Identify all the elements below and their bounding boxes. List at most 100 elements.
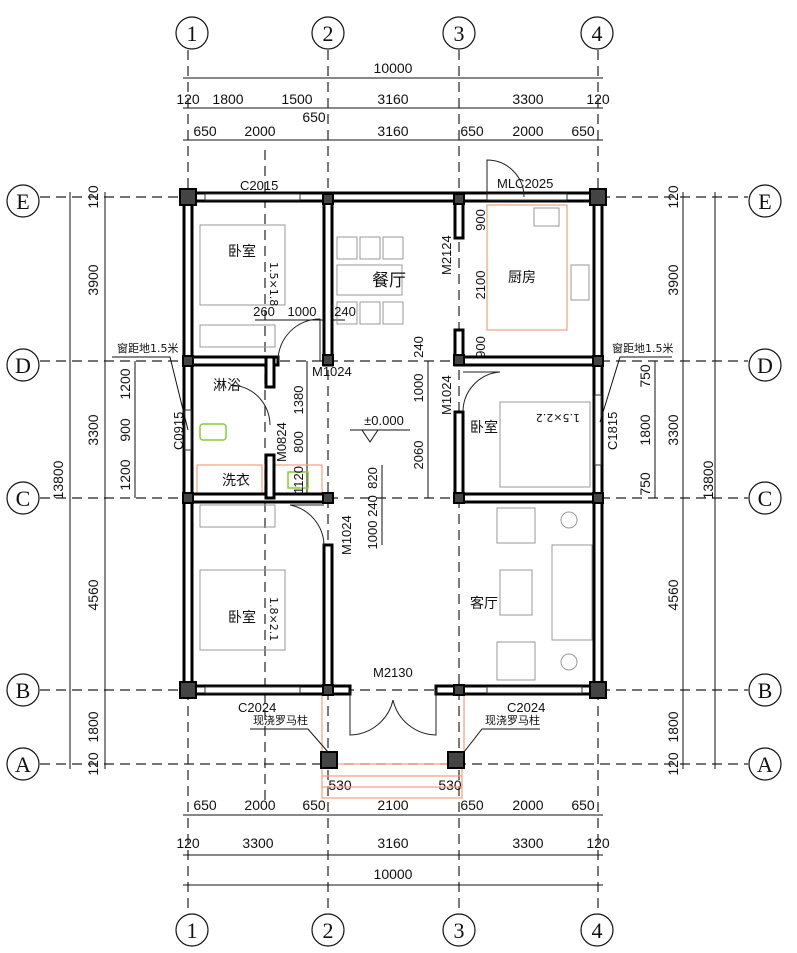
dim: 2000 (512, 797, 543, 813)
bed-sw (199, 569, 286, 651)
interior-dimensions: 260 1000 240 1380 800 1120 240 1000 2060… (253, 209, 488, 549)
note-roman-column-right: 现浇罗马柱 (485, 713, 540, 727)
wardrobe (199, 504, 276, 528)
axis-label-b: B (758, 678, 773, 703)
axis-bubbles (6, 16, 782, 947)
axis-label-2: 2 (323, 918, 334, 943)
dim: 3300 (512, 91, 543, 107)
dim: 2000 (244, 797, 275, 813)
opening-labels: C2015 MLC2025 M2124 M1024 M1024 M1024 M0… (171, 176, 620, 715)
dim: 1380 (291, 386, 306, 415)
dim: 650 (460, 123, 484, 139)
dim: 3300 (242, 835, 273, 851)
axis-label-3: 3 (454, 918, 465, 943)
room-bedroom-sw: 卧室 (228, 609, 256, 626)
dim: 1800 (85, 711, 101, 742)
label-m2124: M2124 (439, 235, 454, 275)
window-c1815 (594, 394, 602, 466)
dim: 4560 (665, 579, 681, 610)
dimension-lines (69, 77, 716, 886)
kitchen-sink-icon (533, 207, 560, 227)
dim: 530 (328, 777, 352, 793)
room-bedroom-nw: 卧室 (228, 243, 256, 260)
dim: 650 (302, 109, 326, 125)
dim-total: 10000 (374, 60, 413, 76)
bed-e (499, 401, 591, 488)
dim: 750 (637, 472, 653, 496)
room-living: 客厅 (470, 595, 498, 612)
elevation-mark: ±0.000 (364, 413, 404, 428)
axis-label-c: C (16, 486, 31, 511)
wardrobe (199, 324, 276, 348)
dim: 3160 (377, 123, 408, 139)
dim-total: 13800 (50, 460, 66, 499)
window-c2024-right (486, 686, 583, 694)
axis-label-4: 4 (592, 918, 603, 943)
dim: 120 (665, 752, 681, 776)
room-laundry: 洗衣 (222, 473, 250, 489)
dim: 3900 (665, 264, 681, 295)
elevation-triangle-icon (350, 429, 410, 443)
kitchen-counter (486, 204, 568, 331)
dim: 260 (253, 304, 275, 319)
axis-label-1: 1 (187, 918, 198, 943)
roman-column (447, 751, 465, 769)
dim: 240 (334, 304, 356, 319)
label-c2024-right: C2024 (507, 700, 545, 715)
dim: 1200 (117, 459, 133, 490)
dim: 650 (302, 797, 326, 813)
dim: 120 (85, 752, 101, 776)
dim: 1120 (291, 466, 306, 494)
dim: 2000 (244, 123, 275, 139)
axis-label-d: D (15, 353, 31, 378)
dim: 2000 (512, 123, 543, 139)
note-sill-left: 窗距地1.5米 (117, 341, 179, 355)
dim-total: 13800 (700, 460, 716, 499)
dim: 3160 (377, 91, 408, 107)
dim: 120 (176, 835, 200, 851)
label-c1815: C1815 (605, 412, 620, 450)
axis-label-c: C (758, 486, 773, 511)
dim: 4560 (85, 579, 101, 610)
axis-label-a: A (757, 752, 773, 777)
dining-table (336, 264, 403, 296)
dim: 3900 (85, 264, 101, 295)
dim: 2100 (473, 271, 488, 300)
left-dimensions: 120 3900 3300 4560 1800 120 13800 1200 9… (50, 185, 133, 776)
dim: 650 (193, 797, 217, 813)
dim: 240 (411, 336, 426, 358)
dim: 2060 (411, 441, 426, 470)
dim: 120 (586, 91, 610, 107)
axis-labels: 1 2 3 4 1 2 3 4 E D C B A E D C B A (15, 21, 773, 943)
dim: 1500 (281, 91, 312, 107)
label-c2024-left: C2024 (238, 700, 276, 715)
bed-nw (199, 224, 286, 306)
label-c0915: C0915 (171, 412, 186, 450)
dim: 1000 (365, 521, 380, 550)
label-mlc2025: MLC2025 (497, 176, 553, 191)
bed-size: 1.5×1.8 (267, 262, 280, 306)
dim: 530 (438, 777, 462, 793)
axis-label-1: 1 (187, 21, 198, 46)
dim: 800 (291, 431, 306, 453)
axis-label-2: 2 (323, 21, 334, 46)
axis-label-4: 4 (592, 21, 603, 46)
dim: 120 (665, 185, 681, 209)
dim: 3300 (665, 414, 681, 445)
dim: 1200 (117, 368, 133, 399)
doors (229, 159, 525, 736)
notes: 窗距地1.5米 窗距地1.5米 现浇罗马柱 现浇罗马柱 (112, 341, 674, 753)
bed-size: 1.5×2.2 (536, 411, 580, 424)
right-dimensions: 120 3900 3300 4560 1800 120 13800 750 18… (637, 185, 716, 776)
dim: 3300 (85, 414, 101, 445)
dim: 120 (85, 185, 101, 209)
sofa (551, 544, 593, 641)
dim: 900 (473, 336, 488, 358)
axis-label-e: E (16, 189, 29, 214)
room-kitchen: 厨房 (508, 270, 536, 286)
axis-label-d: D (757, 353, 773, 378)
window-c2015 (204, 193, 301, 201)
roman-column (320, 751, 338, 769)
dim: 820 (365, 467, 380, 489)
room-labels: 卧室 餐厅 厨房 淋浴 洗衣 卧室 卧室 客厅 (213, 243, 536, 626)
